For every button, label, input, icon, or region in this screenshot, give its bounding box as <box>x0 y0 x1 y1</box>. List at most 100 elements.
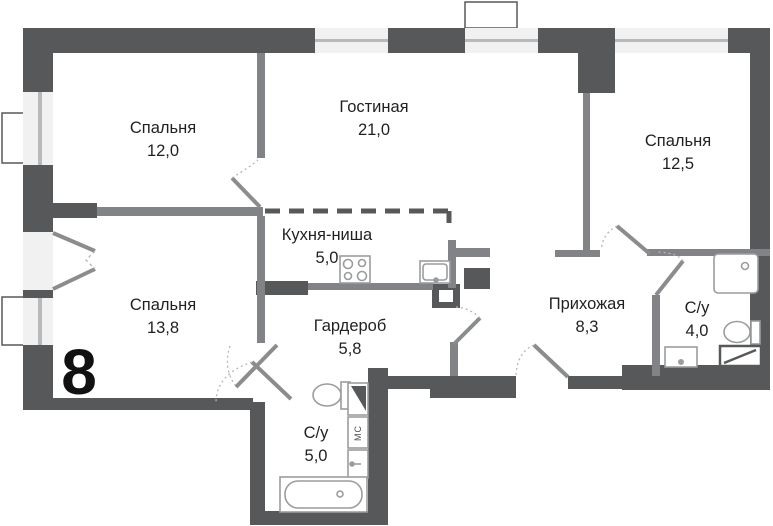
door-leaf-bath5 <box>250 360 293 401</box>
door-arc-bedroom3 <box>226 345 236 386</box>
room-label-bedroom-2: Спальня 12,5 <box>608 130 748 176</box>
kitchen-niche-dashed-line <box>265 208 452 226</box>
room-label-hallway: Прихожая 8,3 <box>517 293 657 339</box>
window-left-casement <box>23 231 96 291</box>
wall-left-2 <box>23 165 53 232</box>
partition-living-bedroom2 <box>583 93 590 250</box>
wall-junction-block <box>53 203 97 218</box>
room-name: С/у <box>303 424 329 442</box>
room-name: Спальня <box>129 119 197 137</box>
exterior-walls <box>23 28 770 525</box>
sink-icon-bath5 <box>347 449 369 479</box>
fixtures <box>279 253 763 513</box>
door-leaf-bedroom1 <box>230 176 262 209</box>
door-leaf-wardrobe <box>452 316 482 346</box>
washing-machine-icon-bath4 <box>718 344 763 368</box>
room-area: 8,3 <box>575 318 599 336</box>
room-label-bedroom-3: Спальня 13,8 <box>93 294 233 340</box>
room-area: 21,0 <box>357 121 391 139</box>
window-sill-outline-top <box>464 1 518 29</box>
wall-bottom-entry-left <box>386 376 516 389</box>
door-arc-bedroom2 <box>600 225 618 251</box>
partition-wardrobe-hallway <box>450 342 458 376</box>
wall-top-right <box>728 28 770 53</box>
wall-bottom-bedroom3 <box>53 398 253 410</box>
partition-kitchen-right-bar <box>448 240 456 288</box>
window-left-lower <box>23 297 53 345</box>
room-area: 12,0 <box>146 142 180 160</box>
stove-icon <box>339 255 371 284</box>
room-label-bedroom-1: Спальня 12,0 <box>93 117 233 163</box>
door-leaf-bath4 <box>654 259 685 297</box>
doors <box>230 176 685 401</box>
toilet-icon-bath4 <box>723 320 761 345</box>
partition-kitchen-right-top <box>455 248 490 257</box>
room-name: Гостиная <box>339 98 409 116</box>
door-arc-entry <box>515 344 535 377</box>
room-label-bathroom-small: С/у 4,0 <box>627 297 767 343</box>
wall-bottom-right <box>622 365 770 390</box>
washing-machine-slot-bath5 <box>347 416 369 449</box>
door-arc-wardrobe <box>455 306 481 319</box>
room-label-living-room: Гостиная 21,0 <box>304 96 444 142</box>
wall-bottom-entry-right <box>568 376 622 389</box>
kitchen-sink-icon <box>419 260 451 284</box>
room-name: Кухня-ниша <box>281 226 373 244</box>
partition-hallway-stub <box>555 250 600 257</box>
shower-icon-bath4 <box>713 253 759 294</box>
wall-top-pier-1 <box>388 28 465 53</box>
room-name: С/у <box>684 299 710 317</box>
partition-bedroom3-wardrobe <box>257 216 265 343</box>
room-name: Спальня <box>129 296 197 314</box>
wall-bottom-step <box>430 389 516 398</box>
wall-bath5-bottom <box>250 511 388 525</box>
partition-bath4-top <box>647 249 770 256</box>
wall-kitchen-right-block <box>464 268 490 289</box>
window-top-2 <box>465 28 538 53</box>
partition-kitchen-counter <box>308 283 433 290</box>
partition-bedroom1-bedroom3 <box>97 207 263 216</box>
wall-top-left <box>23 28 315 53</box>
door-leaf-entry <box>532 343 570 379</box>
room-name: Гардероб <box>313 317 387 335</box>
room-area: 5,0 <box>315 249 339 267</box>
unit-number: 8 <box>61 336 97 408</box>
bathtub-icon <box>279 476 368 513</box>
corner-shower-icon-bath5 <box>347 382 369 416</box>
wall-left-3 <box>23 290 53 298</box>
wall-top-pier-2 <box>538 28 615 53</box>
door-arc-bedroom1 <box>231 159 259 179</box>
partition-bath4-left <box>652 295 660 376</box>
room-label-wardrobe: Гардероб 5,8 <box>280 315 420 361</box>
wall-left-1 <box>23 28 53 92</box>
room-name: Спальня <box>644 132 712 150</box>
door-arc-bath4 <box>657 251 684 262</box>
room-area: 12,5 <box>661 155 695 173</box>
room-area: 5,0 <box>304 447 328 465</box>
room-area: 5,8 <box>338 340 362 358</box>
wall-right <box>750 53 770 390</box>
window-sill-outline-left-upper <box>1 112 26 164</box>
duct-shaft-core <box>439 290 453 302</box>
washing-machine-label: МС <box>353 425 363 441</box>
window-sill-outline-left-lower <box>1 296 26 346</box>
toilet-icon-bath5 <box>312 381 351 410</box>
door-arc-bath5 <box>215 361 253 404</box>
room-name: Прихожая <box>548 295 626 313</box>
wall-bath5-right <box>368 368 388 525</box>
wall-kitchen-left-block <box>256 281 308 295</box>
window-top-3 <box>615 28 728 53</box>
windows <box>23 28 728 345</box>
wall-stub-living-bedroom2 <box>578 52 615 93</box>
wall-left-4 <box>23 345 53 410</box>
room-label-kitchen-niche: Кухня-ниша 5,0 <box>257 224 397 270</box>
wall-bath5-left <box>250 402 265 525</box>
sink-icon-bath4 <box>664 346 698 368</box>
room-label-bathroom-big: С/у 5,0 <box>246 422 386 468</box>
door-leaf-bedroom2 <box>615 224 652 256</box>
partition-bedroom1-living <box>257 53 265 158</box>
door-arcs <box>215 159 684 404</box>
partitions <box>97 53 770 376</box>
